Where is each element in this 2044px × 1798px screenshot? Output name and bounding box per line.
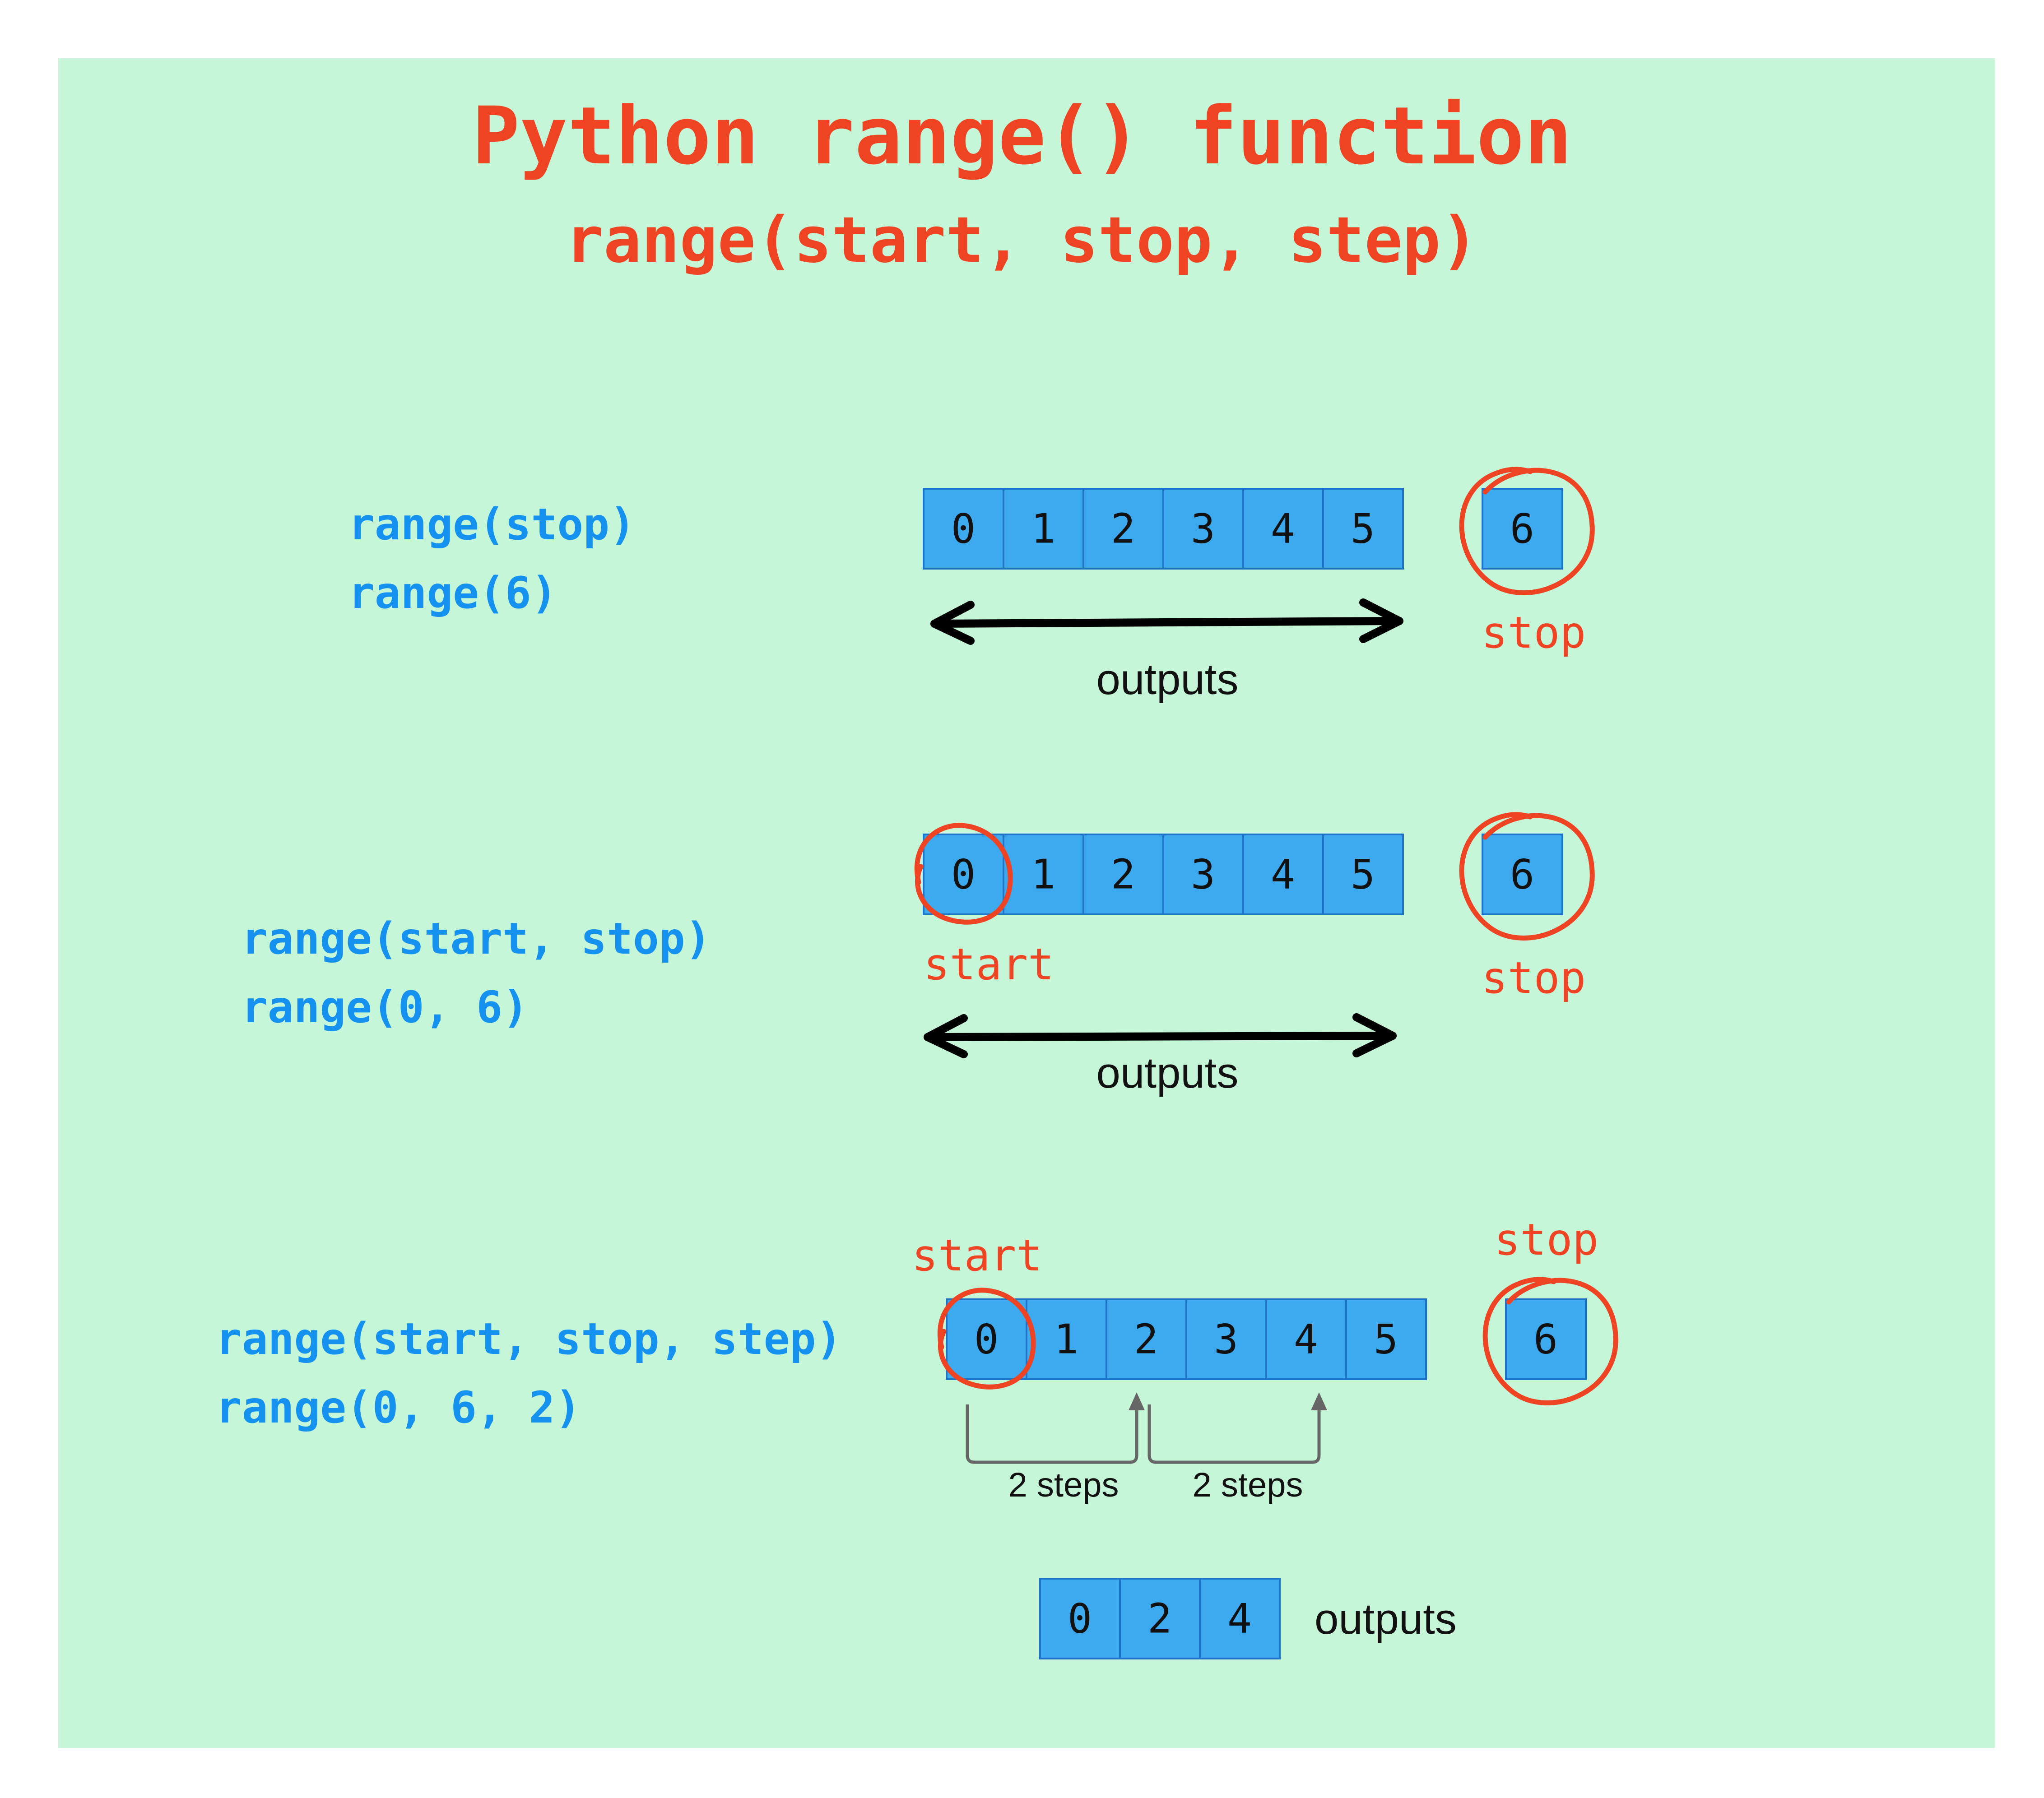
cell-4: 4 [1265, 1298, 1347, 1380]
svg-text:6: 6 [1510, 505, 1534, 553]
cell-4: 4 [1242, 834, 1324, 915]
step-label-1: 2 steps [1008, 1466, 1119, 1504]
cell-5: 5 [1322, 488, 1404, 570]
example-range-start-stop-step: range(start, stop, step) range(0, 6, 2) … [216, 1214, 1618, 1659]
step-brackets [966, 1392, 1327, 1464]
start-label: start [924, 939, 1054, 990]
cell-2: 2 [1082, 834, 1164, 915]
cell-5: 5 [1322, 834, 1404, 915]
cell-2: 2 [1106, 1298, 1187, 1380]
svg-text:3: 3 [1214, 1316, 1238, 1363]
svg-text:4: 4 [1294, 1316, 1318, 1363]
svg-text:2: 2 [1111, 505, 1135, 553]
stop-circle-icon [1459, 812, 1595, 941]
svg-text:3: 3 [1191, 851, 1215, 899]
step-arrowhead-2-icon [1311, 1392, 1327, 1410]
svg-text:4: 4 [1271, 505, 1295, 553]
call-text: range(0, 6, 2) [216, 1382, 581, 1433]
svg-text:0: 0 [974, 1316, 999, 1363]
stop-label: stop [1494, 1214, 1598, 1265]
start-circle-icon [937, 1288, 1036, 1390]
page-subtitle: range(start, stop, step) [566, 204, 1479, 277]
stop-cell: 6 [1482, 834, 1563, 915]
svg-text:0: 0 [951, 505, 976, 553]
stop-cell: 6 [1482, 488, 1563, 570]
cell-5: 5 [1345, 1298, 1427, 1380]
cell-3: 3 [1185, 1298, 1267, 1380]
sequence-cells: 0 1 2 3 4 5 [923, 488, 1404, 570]
cell-1: 1 [1026, 1298, 1107, 1380]
page-title: Python range() function [472, 90, 1572, 182]
svg-text:0: 0 [951, 851, 976, 899]
svg-text:3: 3 [1191, 505, 1215, 553]
cell-0: 0 [923, 834, 1004, 915]
stop-label: stop [1482, 607, 1586, 658]
cell-1: 1 [1003, 488, 1084, 570]
output-cell-1: 2 [1119, 1578, 1201, 1659]
svg-text:1: 1 [1054, 1316, 1078, 1363]
stop-cell: 6 [1505, 1298, 1587, 1380]
stop-label: stop [1482, 953, 1586, 1003]
svg-text:5: 5 [1374, 1316, 1398, 1363]
svg-text:5: 5 [1351, 505, 1375, 553]
cell-2: 2 [1082, 488, 1164, 570]
svg-text:1: 1 [1031, 851, 1055, 899]
svg-text:1: 1 [1031, 505, 1055, 553]
example-range-stop: range(stop) range(6) 0 1 2 3 4 5 6 stop … [348, 467, 1595, 704]
svg-text:4: 4 [1271, 851, 1295, 899]
stop-circle-icon [1459, 467, 1595, 595]
signature-text: range(stop) [348, 499, 636, 550]
double-arrow-icon [930, 598, 1403, 645]
output-cells: 0 2 4 [1039, 1578, 1281, 1659]
outputs-label: outputs [1096, 1049, 1239, 1097]
signature-text: range(start, stop, step) [216, 1314, 842, 1364]
output-cell-2: 4 [1199, 1578, 1281, 1659]
svg-text:0: 0 [1068, 1595, 1092, 1643]
sequence-cells: 0 1 2 3 4 5 [923, 834, 1404, 915]
cell-4: 4 [1242, 488, 1324, 570]
cell-3: 3 [1162, 488, 1244, 570]
cell-0: 0 [946, 1298, 1027, 1380]
example-range-start-stop: range(start, stop) range(0, 6) 0 1 2 3 4… [242, 812, 1595, 1097]
output-cell-0: 0 [1039, 1578, 1121, 1659]
stop-circle-icon [1482, 1277, 1618, 1405]
call-text: range(6) [348, 568, 557, 618]
call-text: range(0, 6) [242, 982, 529, 1033]
svg-text:2: 2 [1134, 1316, 1158, 1363]
step-label-2: 2 steps [1192, 1466, 1303, 1504]
cell-1: 1 [1003, 834, 1084, 915]
svg-text:2: 2 [1111, 851, 1135, 899]
step-bracket-2 [1147, 1404, 1321, 1464]
sequence-cells: 0 1 2 3 4 5 [946, 1298, 1427, 1380]
cell-3: 3 [1162, 834, 1244, 915]
step-arrowhead-1-icon [1129, 1392, 1145, 1410]
svg-text:6: 6 [1510, 851, 1534, 899]
cell-0: 0 [923, 488, 1004, 570]
outputs-label: outputs [1315, 1595, 1457, 1643]
start-circle-icon [914, 823, 1013, 925]
outputs-label: outputs [1096, 655, 1239, 704]
svg-text:4: 4 [1227, 1595, 1252, 1643]
start-label: start [912, 1230, 1042, 1281]
svg-text:2: 2 [1147, 1595, 1172, 1643]
svg-text:5: 5 [1351, 851, 1375, 899]
svg-text:6: 6 [1533, 1316, 1558, 1363]
signature-text: range(start, stop) [242, 913, 711, 964]
step-bracket-1 [966, 1404, 1138, 1464]
double-arrow-icon [924, 1013, 1397, 1058]
